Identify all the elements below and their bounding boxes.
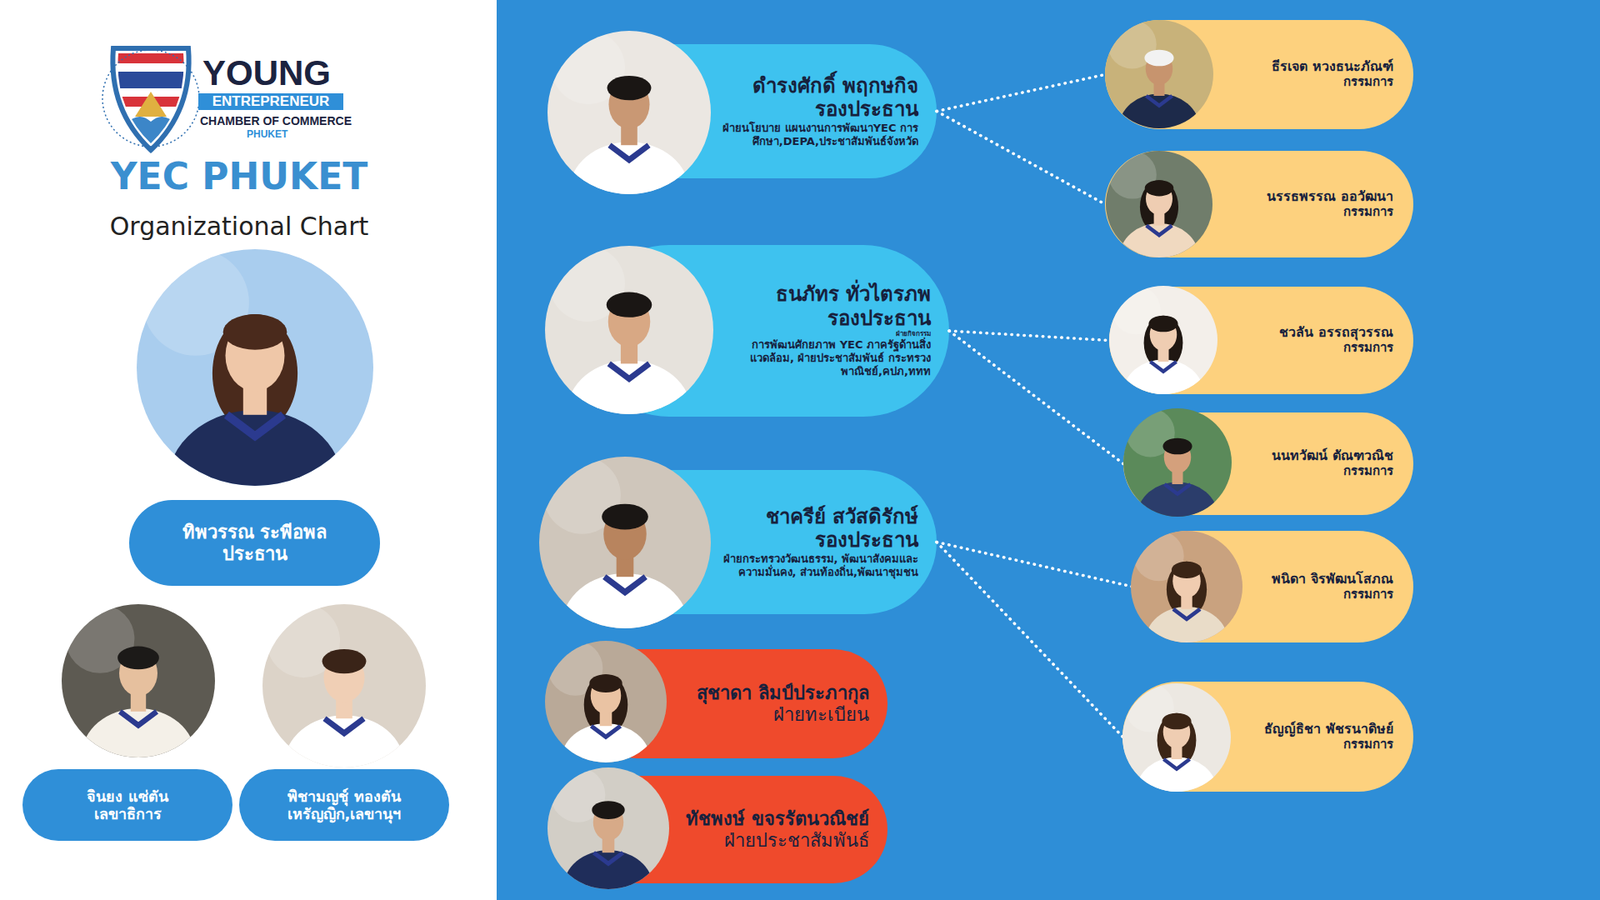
role-title: ประธาน [140,543,369,565]
person-name: พิชามญชุ์ ทองตัน [247,787,441,805]
portrait-photo [1123,408,1232,550]
role-title: รองประธาน [716,97,919,121]
role-title: ฝ่ายประชาสัมพันธ์ [675,830,870,852]
person-name: ธัญญ์ธิชา พัชรนาดิษย์ [1235,721,1394,738]
chamber-logo-shield [102,48,200,150]
portrait-photo [1105,20,1214,161]
right-panel [496,0,1600,900]
duty-description: ฝ่ายกิจกรรม [716,330,931,339]
logo-subtext: CHAMBER OF COMMERCE [200,114,352,128]
dotted-connector [936,542,1133,588]
officer-pill: พิชามญชุ์ ทองตันเหรัญญิก,เลขานุฯ [239,769,450,841]
portrait-photo [136,249,374,557]
officer-pill: จินยง แซ่ตันเลขาธิการ [22,769,233,841]
chart-subtitle: Organizational Chart [5,211,473,241]
role-title: ฝ่ายทะเบียน [675,704,870,726]
person-name: พนิดา จิรพัฒนโสภณ [1245,571,1394,588]
logo-wordmark: YOUNG [202,53,331,94]
officer-pill: ทิพวรรณ ระพีอพลประธาน [129,500,380,586]
person-name: ธนภัทร ทั่วไตรภพ [716,282,931,306]
portrait-photo [1105,150,1213,290]
role-title: รองประธาน [716,528,919,552]
portrait-photo [545,245,714,465]
dotted-connector [949,330,1110,341]
person-name: ธีรเจต หวงธนะภัณฑ์ [1217,59,1394,75]
portrait-photo [61,604,215,804]
role-title: รองประธาน [716,306,931,330]
role-title: กรรมการ [1235,737,1394,753]
person-name: ดำรงศักดิ์ พฤกษกิจ [716,74,919,98]
role-title: เลขาธิการ [30,805,225,823]
person-name: จินยง แซ่ตัน [30,787,225,805]
duty-description: ฝ่ายนโยบาย แผนงานการพัฒนาYEC การศึกษา,DE… [716,121,919,150]
role-title: กรรมการ [1217,205,1394,220]
person-name: ทิพวรรณ ระพีอพล [140,521,369,544]
person-name: นรรธพรรณ ออวัฒนา [1217,189,1394,205]
logo-band-text: ENTREPRENEUR [198,93,344,110]
person-name: ชวลัน อรรถสุวรรณ [1221,325,1394,341]
dotted-connector [936,111,1105,205]
duty-description: การพัฒนศักยภาพ YEC ภาครัฐด้านสิ่งแวดล้อม… [716,338,931,380]
portrait-photo [547,767,670,900]
portrait-photo [1109,285,1218,427]
dotted-connector [949,330,1124,465]
portrait-photo [1130,530,1243,676]
role-title: เหรัญญิก,เลขานุฯ [247,805,441,823]
logo-city: PHUKET [246,128,288,140]
dotted-connector [936,75,1105,112]
role-title: กรรมการ [1217,75,1394,90]
duty-description: ฝ่ายกระทรวงวัฒนธรรม, พัฒนาสังคมและความมั… [716,552,919,580]
portrait-photo [262,604,426,817]
role-title: กรรมการ [1235,464,1394,480]
portrait-photo [1122,683,1231,825]
person-name: นนทวัฒน์ ตัณฑวณิช [1235,448,1394,465]
person-name: สุชาดา ลิมป์ประภากุล [675,682,870,705]
portrait-photo [547,30,711,244]
person-name: ชาครีย์ สวัสดิรักษ์ [716,505,919,529]
person-name: ทัชพงษ์ ขจรรัตนวณิชย์ [675,808,870,830]
role-title: กรรมการ [1245,587,1394,603]
dotted-connector [936,542,1123,738]
chart-title: YEC PHUKET [5,155,473,198]
role-title: กรรมการ [1221,340,1394,356]
